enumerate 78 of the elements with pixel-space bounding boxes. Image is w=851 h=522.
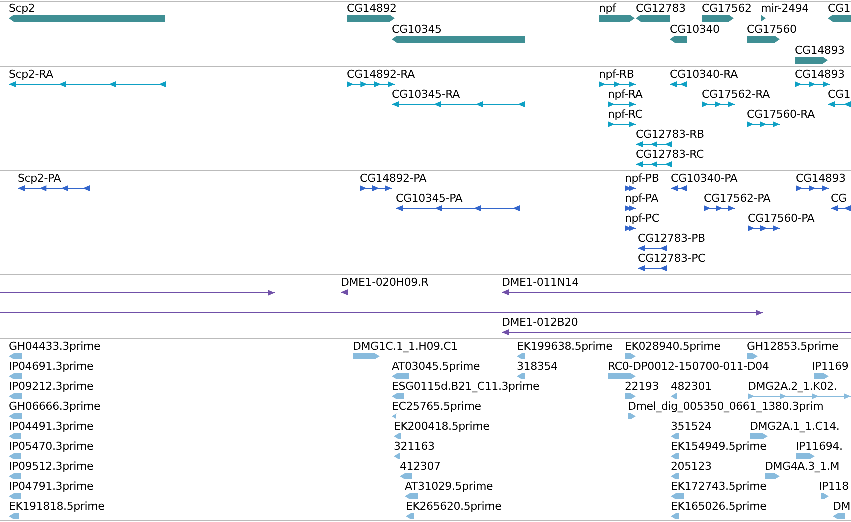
est-label: EK265620.5prime bbox=[406, 500, 502, 514]
transcript-label: npf-RC bbox=[608, 108, 643, 122]
est-label: EK165026.5prime bbox=[671, 500, 767, 514]
est-label: AT03045.5prime bbox=[392, 360, 480, 374]
protein-label: CG14892-PA bbox=[360, 172, 427, 186]
gene-label: CG10340 bbox=[670, 23, 720, 37]
est-label: IP09512.3prime bbox=[9, 460, 94, 474]
est-label: IP04691.3prime bbox=[9, 360, 94, 374]
gene-label: CG1 bbox=[828, 2, 851, 16]
est-label: 482301 bbox=[671, 380, 712, 394]
protein-label: CG12783-PB bbox=[638, 232, 706, 246]
transcript-label: npf-RB bbox=[599, 68, 634, 82]
transcript-label: npf-RA bbox=[608, 88, 643, 102]
est-label: IP11694. bbox=[796, 440, 843, 454]
protein-label: npf-PB bbox=[625, 172, 660, 186]
est-label: GH04433.3prime bbox=[9, 340, 101, 354]
est-label: 22193 bbox=[625, 380, 659, 394]
gene-label: Scp2 bbox=[9, 2, 36, 16]
clone-label: DME1-020H09.R bbox=[341, 276, 429, 290]
protein-label: npf-PA bbox=[625, 192, 658, 206]
gene-label: npf bbox=[599, 2, 616, 16]
est-label: IP09212.3prime bbox=[9, 380, 94, 394]
transcript-label: CG12783-RB bbox=[636, 128, 704, 142]
gene-label: CG12783 bbox=[636, 2, 686, 16]
est-label: 321163 bbox=[394, 440, 435, 454]
est-label: EK028940.5prime bbox=[625, 340, 721, 354]
gene-label: CG17562 bbox=[702, 2, 752, 16]
est-label: EK154949.5prime bbox=[671, 440, 767, 454]
est-label: GH12853.5prime bbox=[747, 340, 839, 354]
gene-label: CG17560 bbox=[747, 23, 797, 37]
gene-label: CG14893 bbox=[795, 44, 845, 58]
est-label: ESG0115d.B21_C11.3prime bbox=[392, 380, 540, 394]
protein-label: Scp2-PA bbox=[18, 172, 62, 186]
est-label: 351524 bbox=[671, 420, 712, 434]
protein-label: CG10340-PA bbox=[671, 172, 738, 186]
transcript-label: CG17562-RA bbox=[702, 88, 770, 102]
est-label: RC0-DP0012-150700-011-D04 bbox=[608, 360, 770, 374]
est-label: DMG1C.1_1.H09.C1 bbox=[353, 340, 458, 354]
est-label: EC25765.5prime bbox=[392, 400, 482, 414]
gene-label: mir-2494 bbox=[761, 2, 809, 16]
est-label: 205123 bbox=[671, 460, 712, 474]
est-label: 412307 bbox=[400, 460, 441, 474]
est-label: EK200418.5prime bbox=[394, 420, 490, 434]
est-label: IP1169 bbox=[812, 360, 849, 374]
protein-label: CG14893 bbox=[796, 172, 846, 186]
est-label: DMG2A.1_1.C14. bbox=[750, 420, 840, 434]
est-label: GH06666.3prime bbox=[9, 400, 101, 414]
transcript-label: CG12783-RC bbox=[636, 148, 704, 162]
est-label: Dmel_dig_005350_0661_1380.3prim bbox=[628, 400, 824, 414]
protein-label: CG bbox=[831, 192, 847, 206]
est-label: EK191818.5prime bbox=[9, 500, 105, 514]
transcript-label: CG1 bbox=[828, 88, 851, 102]
protein-label: CG12783-PC bbox=[638, 252, 706, 266]
est-label: EK172743.5prime bbox=[671, 480, 767, 494]
est-label: 318354 bbox=[517, 360, 558, 374]
clone-label: DME1-011N14 bbox=[502, 276, 579, 290]
transcript-label: CG17560-RA bbox=[747, 108, 815, 122]
transcript-label: CG10345-RA bbox=[392, 88, 460, 102]
est-label: DMG4A.3_1.M bbox=[765, 460, 840, 474]
gene-label: CG10345 bbox=[392, 23, 442, 37]
est-label: DM bbox=[833, 500, 851, 514]
protein-label: CG17560-PA bbox=[748, 212, 815, 226]
protein-label: CG17562-PA bbox=[704, 192, 771, 206]
transcript-label: CG10340-RA bbox=[670, 68, 738, 82]
est-label: IP04491.3prime bbox=[9, 420, 94, 434]
est-label: IP05470.3prime bbox=[9, 440, 94, 454]
transcript-label: CG14892-RA bbox=[347, 68, 415, 82]
est-label: DMG2A.2_1.K02. bbox=[748, 380, 838, 394]
transcript-label: CG14893 bbox=[795, 68, 845, 82]
est-label: IP118 bbox=[819, 480, 849, 494]
est-label: AT31029.5prime bbox=[405, 480, 494, 494]
protein-label: npf-PC bbox=[625, 212, 660, 226]
est-label: EK199638.5prime bbox=[517, 340, 613, 354]
est-label: IP04791.3prime bbox=[9, 480, 94, 494]
transcript-label: Scp2-RA bbox=[9, 68, 54, 82]
gene-label: CG14892 bbox=[347, 2, 397, 16]
protein-label: CG10345-PA bbox=[396, 192, 463, 206]
clone-label: DME1-012B20 bbox=[502, 316, 578, 330]
